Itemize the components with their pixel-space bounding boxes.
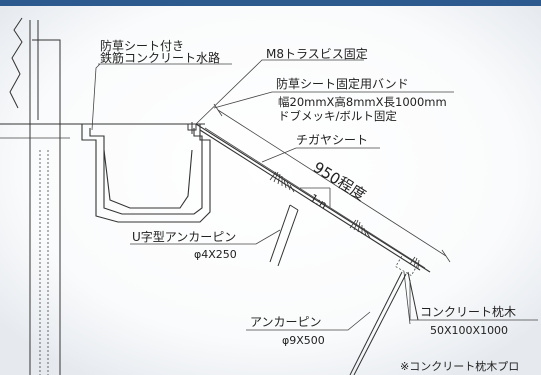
label-band-spec-1: 幅20mmX高8mmX長1000mm: [278, 95, 447, 109]
label-band-spec-2: ドブメッキ/ボルト固定: [278, 109, 397, 123]
label-m8-screw: M8トラスビス固定: [266, 46, 368, 61]
left-wall: [0, 17, 82, 375]
label-u-pin-name: U字型アンカーピン: [132, 229, 236, 244]
grass-tufts: [269, 171, 420, 269]
label-chigaya-sheet: チガヤシート: [296, 133, 368, 147]
label-band-title: 防草シート固定用バンド: [276, 76, 409, 91]
label-anchor-pin-name: アンカーピン: [250, 315, 322, 329]
label-u-pin-size: φ4X250: [194, 248, 237, 261]
slope: [195, 103, 451, 273]
anchor-pin: [349, 271, 407, 375]
u-anchor-pin: [269, 204, 299, 267]
label-u-channel-1: 防草シート付き: [100, 38, 184, 53]
header-bar: [0, 0, 541, 6]
leader-lines: [91, 59, 538, 331]
label-note: ※コンクリート枕木プロ: [400, 359, 519, 373]
label-u-channel-2: 鉄筋コンクリート水路: [100, 50, 220, 65]
label-stake-size: 50X100X1000: [430, 324, 508, 337]
label-stake-name: コンクリート枕木: [420, 304, 516, 319]
label-anchor-pin-size: φ9X500: [282, 334, 325, 347]
